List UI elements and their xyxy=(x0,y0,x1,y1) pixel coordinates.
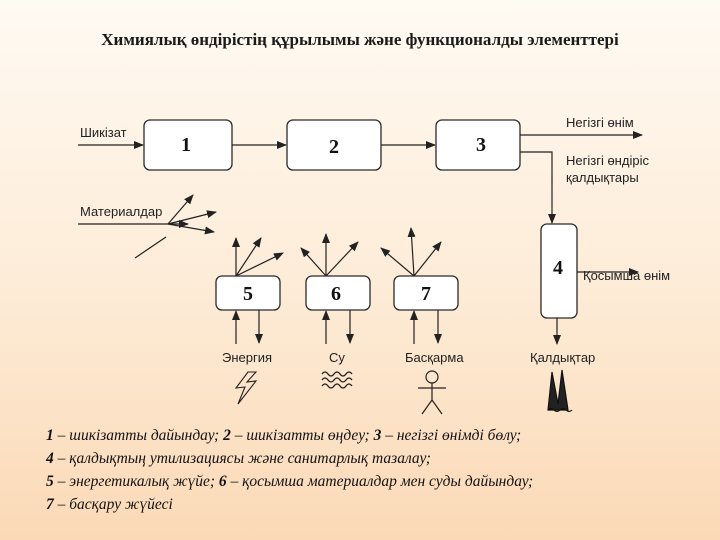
legend-text: – басқару жүйесі xyxy=(53,496,173,513)
materials-label: Материалдар xyxy=(80,204,162,219)
side-product-label: Қосымша өнім xyxy=(583,268,670,283)
box-6-output-fan xyxy=(300,233,359,277)
legend-number: 7 xyxy=(46,496,54,513)
main-waste-label-2: қалдықтары xyxy=(566,170,639,185)
waste-to-4-arrow xyxy=(520,151,556,224)
box-5 xyxy=(215,275,281,311)
legend-text: – қосымша материалдар мен суды дайындау; xyxy=(226,473,534,490)
box-2-label: 2 xyxy=(329,136,339,158)
page-title: Химиялық өндірістің құрылымы және функци… xyxy=(101,30,619,49)
box-4-label: 4 xyxy=(553,257,563,279)
flames-icon xyxy=(547,369,573,413)
box-3-label: 3 xyxy=(476,134,486,156)
box-5-label: 5 xyxy=(243,283,253,305)
waste-label: Қалдықтар xyxy=(530,350,595,365)
materials-fan-arrow-2 xyxy=(167,210,217,225)
materials-fan-arrow-3 xyxy=(167,223,215,235)
box-6-label: 6 xyxy=(331,283,341,305)
legend-text: – қалдықтың утилизациясы және санитарлық… xyxy=(53,450,431,467)
main-waste-label-1: Негізгі өндіріс xyxy=(566,153,649,168)
legend-number: 6 xyxy=(218,473,227,490)
box-3 xyxy=(435,119,521,171)
lightning-icon xyxy=(234,371,258,405)
legend-text: – негізгі өнімді бөлу; xyxy=(381,427,522,444)
box-5-output-fan xyxy=(232,237,284,277)
box-6 xyxy=(305,275,371,311)
water-waves-icon xyxy=(321,371,353,389)
legend-line: 4 – қалдықтың утилизациясы және санитарл… xyxy=(46,447,706,470)
legend-text: – шикізатты өңдеу; xyxy=(230,427,374,444)
legend-number: 3 xyxy=(373,427,382,444)
legend-number: 2 xyxy=(223,427,231,444)
person-icon xyxy=(418,370,446,415)
process-diagram: 1 2 3 4 5 6 7 Шикізат Материалдар Негізг… xyxy=(78,115,670,415)
legend-number: 1 xyxy=(46,427,54,444)
materials-fan-arrow-1 xyxy=(167,194,194,225)
legend-line: 7 – басқару жүйесі xyxy=(46,493,706,516)
box-4 xyxy=(540,223,578,319)
legend-line: 1 – шикізатты дайындау; 2 – шикізатты өң… xyxy=(46,424,706,447)
energy-label: Энергия xyxy=(222,350,272,365)
legend: 1 – шикізатты дайындау; 2 – шикізатты өң… xyxy=(46,424,706,516)
legend-number: 5 xyxy=(46,473,54,490)
box-7-output-fan xyxy=(380,227,442,277)
legend-text: – энергетикалық жүйе; xyxy=(53,473,219,490)
box-7 xyxy=(393,275,459,311)
legend-number: 4 xyxy=(46,450,54,467)
materials-stroke xyxy=(134,236,167,259)
main-product-label: Негізгі өнім xyxy=(566,115,634,130)
legend-text: – шикізатты дайындау; xyxy=(53,427,224,444)
control-label: Басқарма xyxy=(405,350,464,365)
water-label: Су xyxy=(329,350,345,365)
raw-material-label: Шикізат xyxy=(80,125,127,140)
legend-line: 5 – энергетикалық жүйе; 6 – қосымша мате… xyxy=(46,470,706,493)
box-7-label: 7 xyxy=(421,283,431,305)
box-1-label: 1 xyxy=(181,134,191,156)
